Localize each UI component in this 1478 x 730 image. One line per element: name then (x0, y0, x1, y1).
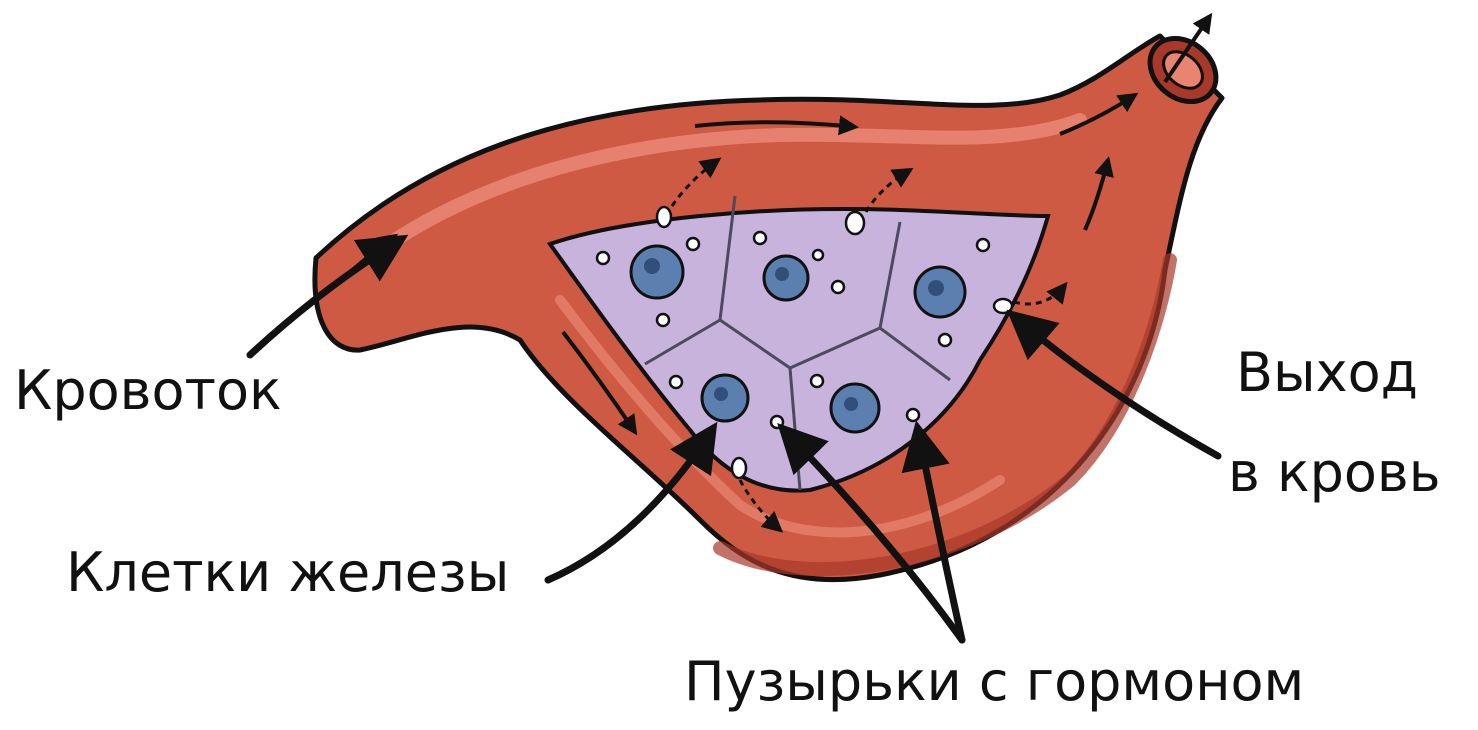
gland-cell-1 (631, 246, 683, 298)
label-gland-cells: Клетки железы (66, 546, 509, 600)
label-exit-line2: в кровь (1228, 446, 1441, 500)
gland-cell-4 (702, 375, 748, 421)
label-hormone-vesicles: Пузырьки с гормоном (684, 655, 1304, 709)
label-blood-flow: Кровоток (14, 364, 282, 418)
gland-cell-2 (764, 256, 808, 300)
gland-cell-5 (831, 384, 879, 432)
gland-cell-3 (915, 267, 965, 317)
label-exit-line1: Выход (1236, 346, 1418, 400)
